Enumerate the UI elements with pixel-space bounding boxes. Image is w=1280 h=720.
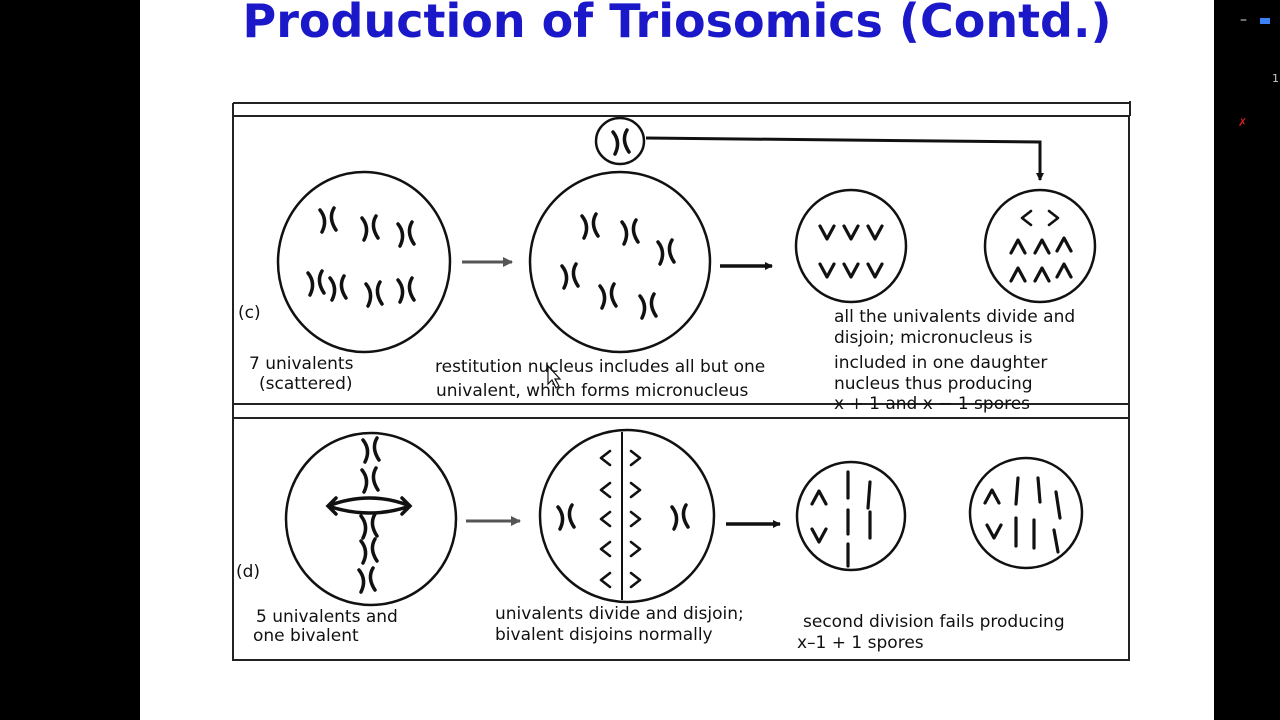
panel-c-caption-3-line-5: x + 1 and x − 1 spores [834,394,1031,414]
chromosome-icon [396,220,416,248]
chromosome-icon [611,128,631,156]
participant-indicator[interactable] [1260,18,1270,24]
side-panel [1214,0,1280,720]
cell-c4 [983,188,1097,304]
chromosome-icon [364,280,384,308]
chromosome-icon [360,214,380,242]
panel-c-caption-3-line-4: nucleus thus producing [834,374,1033,394]
micronucleus [594,116,646,166]
chromosome-icon [396,276,416,304]
chromosome-icon [306,269,326,297]
cell-d4 [968,456,1084,570]
panel-c-caption-3-line-3: included in one daughter [834,353,1048,373]
participant-count: 1 [1272,72,1279,85]
figure-frame [232,101,1131,661]
panel-d [284,428,1084,607]
panel-d-caption-2-line-1: univalents divide and disjoin; [495,604,744,624]
slide-background [140,0,1214,720]
panel-c [276,116,1097,354]
panel-c-caption-3-line-2: disjoin; micronucleus is [834,328,1033,348]
chromosome-icon [328,274,348,302]
panel-c-caption-2-line-2: univalent, which forms micronucleus [436,381,749,401]
slide-title: Production of Triosomics (Contd.) [242,0,1112,48]
panel-c-caption-1-line-2: (scattered) [259,374,353,394]
chromosome-icon [318,206,338,234]
chromosome-icon [560,262,580,290]
panel-d-caption-3-line-1: second division fails producing [803,612,1065,632]
cell-d3 [795,460,907,572]
cell-d1 [284,431,458,607]
cursor-icon [547,364,562,389]
panel-c-caption-2-line-1: restitution nucleus includes all but one [435,357,766,377]
chromosome-icon [656,238,676,266]
panel-d-label: (d) [236,562,261,582]
chromosome-icon [620,218,640,246]
chromosome-icon [598,282,618,310]
mic-muted-icon[interactable]: ✗ [1238,116,1248,129]
panel-c-caption-1-line-1: 7 univalents [249,354,354,374]
panel-d-caption-2-line-2: bivalent disjoins normally [495,625,713,645]
panel-c-label: (c) [238,303,261,323]
cell-d2 [538,428,716,604]
cell-c2 [528,170,712,354]
cell-c1 [276,170,452,354]
chromosome-icon [638,292,658,320]
cell-c3 [794,188,908,304]
arrow-icon [645,136,1044,181]
panel-c-caption-3-line-1: all the univalents divide and [834,307,1076,327]
panel-d-caption-1-line-1: 5 univalents and [256,607,398,627]
panel-d-caption-3-line-2: x–1 + 1 spores [797,633,924,653]
panel-d-caption-1-line-2: one bivalent [253,626,359,646]
minimize-icon[interactable]: – [1240,12,1247,28]
chromosome-icon [580,212,600,240]
